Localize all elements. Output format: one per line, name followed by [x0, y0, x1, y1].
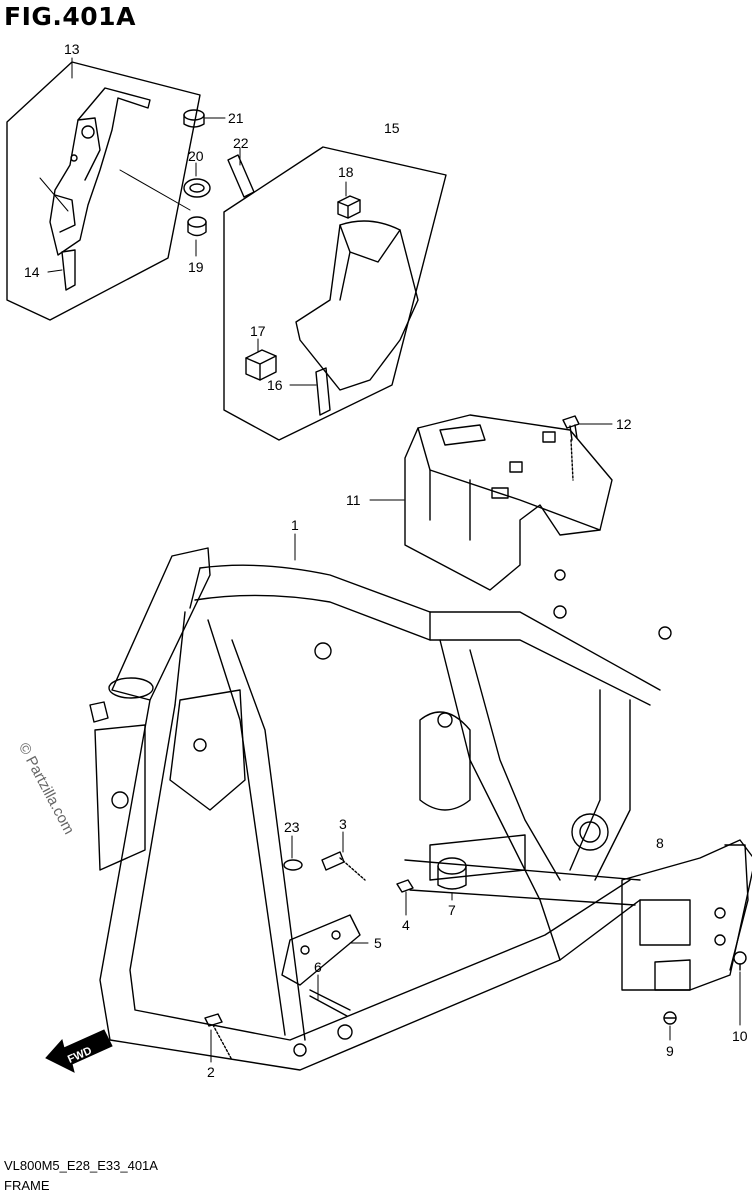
- callout-17: 17: [250, 323, 266, 339]
- bush-21: [183, 109, 205, 128]
- bolt-12: [562, 415, 580, 481]
- callout-4: 4: [402, 917, 410, 933]
- bolt-3: [321, 851, 366, 881]
- bracket-8: [621, 839, 752, 991]
- callout-5: 5: [374, 935, 382, 951]
- bolt-10: [733, 951, 747, 971]
- callouts: 13 21 15 22 20 18 19 14 17 16 12 11 1 3 …: [24, 41, 748, 1080]
- callout-2: 2: [207, 1064, 215, 1080]
- kit-box-15: [223, 146, 447, 441]
- callout-15: 15: [384, 120, 400, 136]
- figure-code: VL800M5_E28_E33_401A: [4, 1158, 158, 1173]
- callout-10: 10: [732, 1028, 748, 1044]
- collar-7: [437, 857, 467, 890]
- bolt-9: [663, 1011, 677, 1025]
- bolt-6: [309, 989, 351, 1017]
- callout-16: 16: [267, 377, 283, 393]
- callout-7: 7: [448, 902, 456, 918]
- callout-12: 12: [616, 416, 632, 432]
- figure-name: FRAME: [4, 1178, 50, 1193]
- callout-6: 6: [314, 959, 322, 975]
- pad-15: [295, 220, 419, 391]
- callout-13: 13: [64, 41, 80, 57]
- cover-13: [49, 87, 151, 256]
- grommet-20: [183, 178, 211, 198]
- figure-title: FIG.401A: [4, 2, 136, 31]
- callout-3: 3: [339, 816, 347, 832]
- callout-21: 21: [228, 110, 244, 126]
- bolt-frame-front: [89, 701, 109, 723]
- callout-22: 22: [233, 135, 249, 151]
- callout-14: 14: [24, 264, 40, 280]
- callout-20: 20: [188, 148, 204, 164]
- callout-18: 18: [338, 164, 354, 180]
- callout-8: 8: [656, 835, 664, 851]
- callout-9: 9: [666, 1043, 674, 1059]
- callout-23: 23: [284, 819, 300, 835]
- kit-box-13: [6, 61, 201, 321]
- plate-5: [281, 914, 361, 986]
- plug-23: [283, 859, 303, 871]
- battery-holder-11: [404, 414, 613, 591]
- callout-11: 11: [346, 492, 361, 508]
- nut-4: [396, 879, 414, 893]
- fwd-arrow: FWD: [45, 1029, 113, 1073]
- callout-1: 1: [291, 517, 299, 533]
- cushion-18: [337, 195, 361, 219]
- cushion-17: [245, 349, 277, 381]
- callout-19: 19: [188, 259, 204, 275]
- cushion-19: [187, 216, 207, 237]
- strip-14: [61, 249, 76, 291]
- strip-16: [315, 367, 331, 416]
- tape-22: [227, 154, 255, 198]
- frame-1: [94, 547, 672, 1071]
- bolt-2: [204, 1013, 233, 1061]
